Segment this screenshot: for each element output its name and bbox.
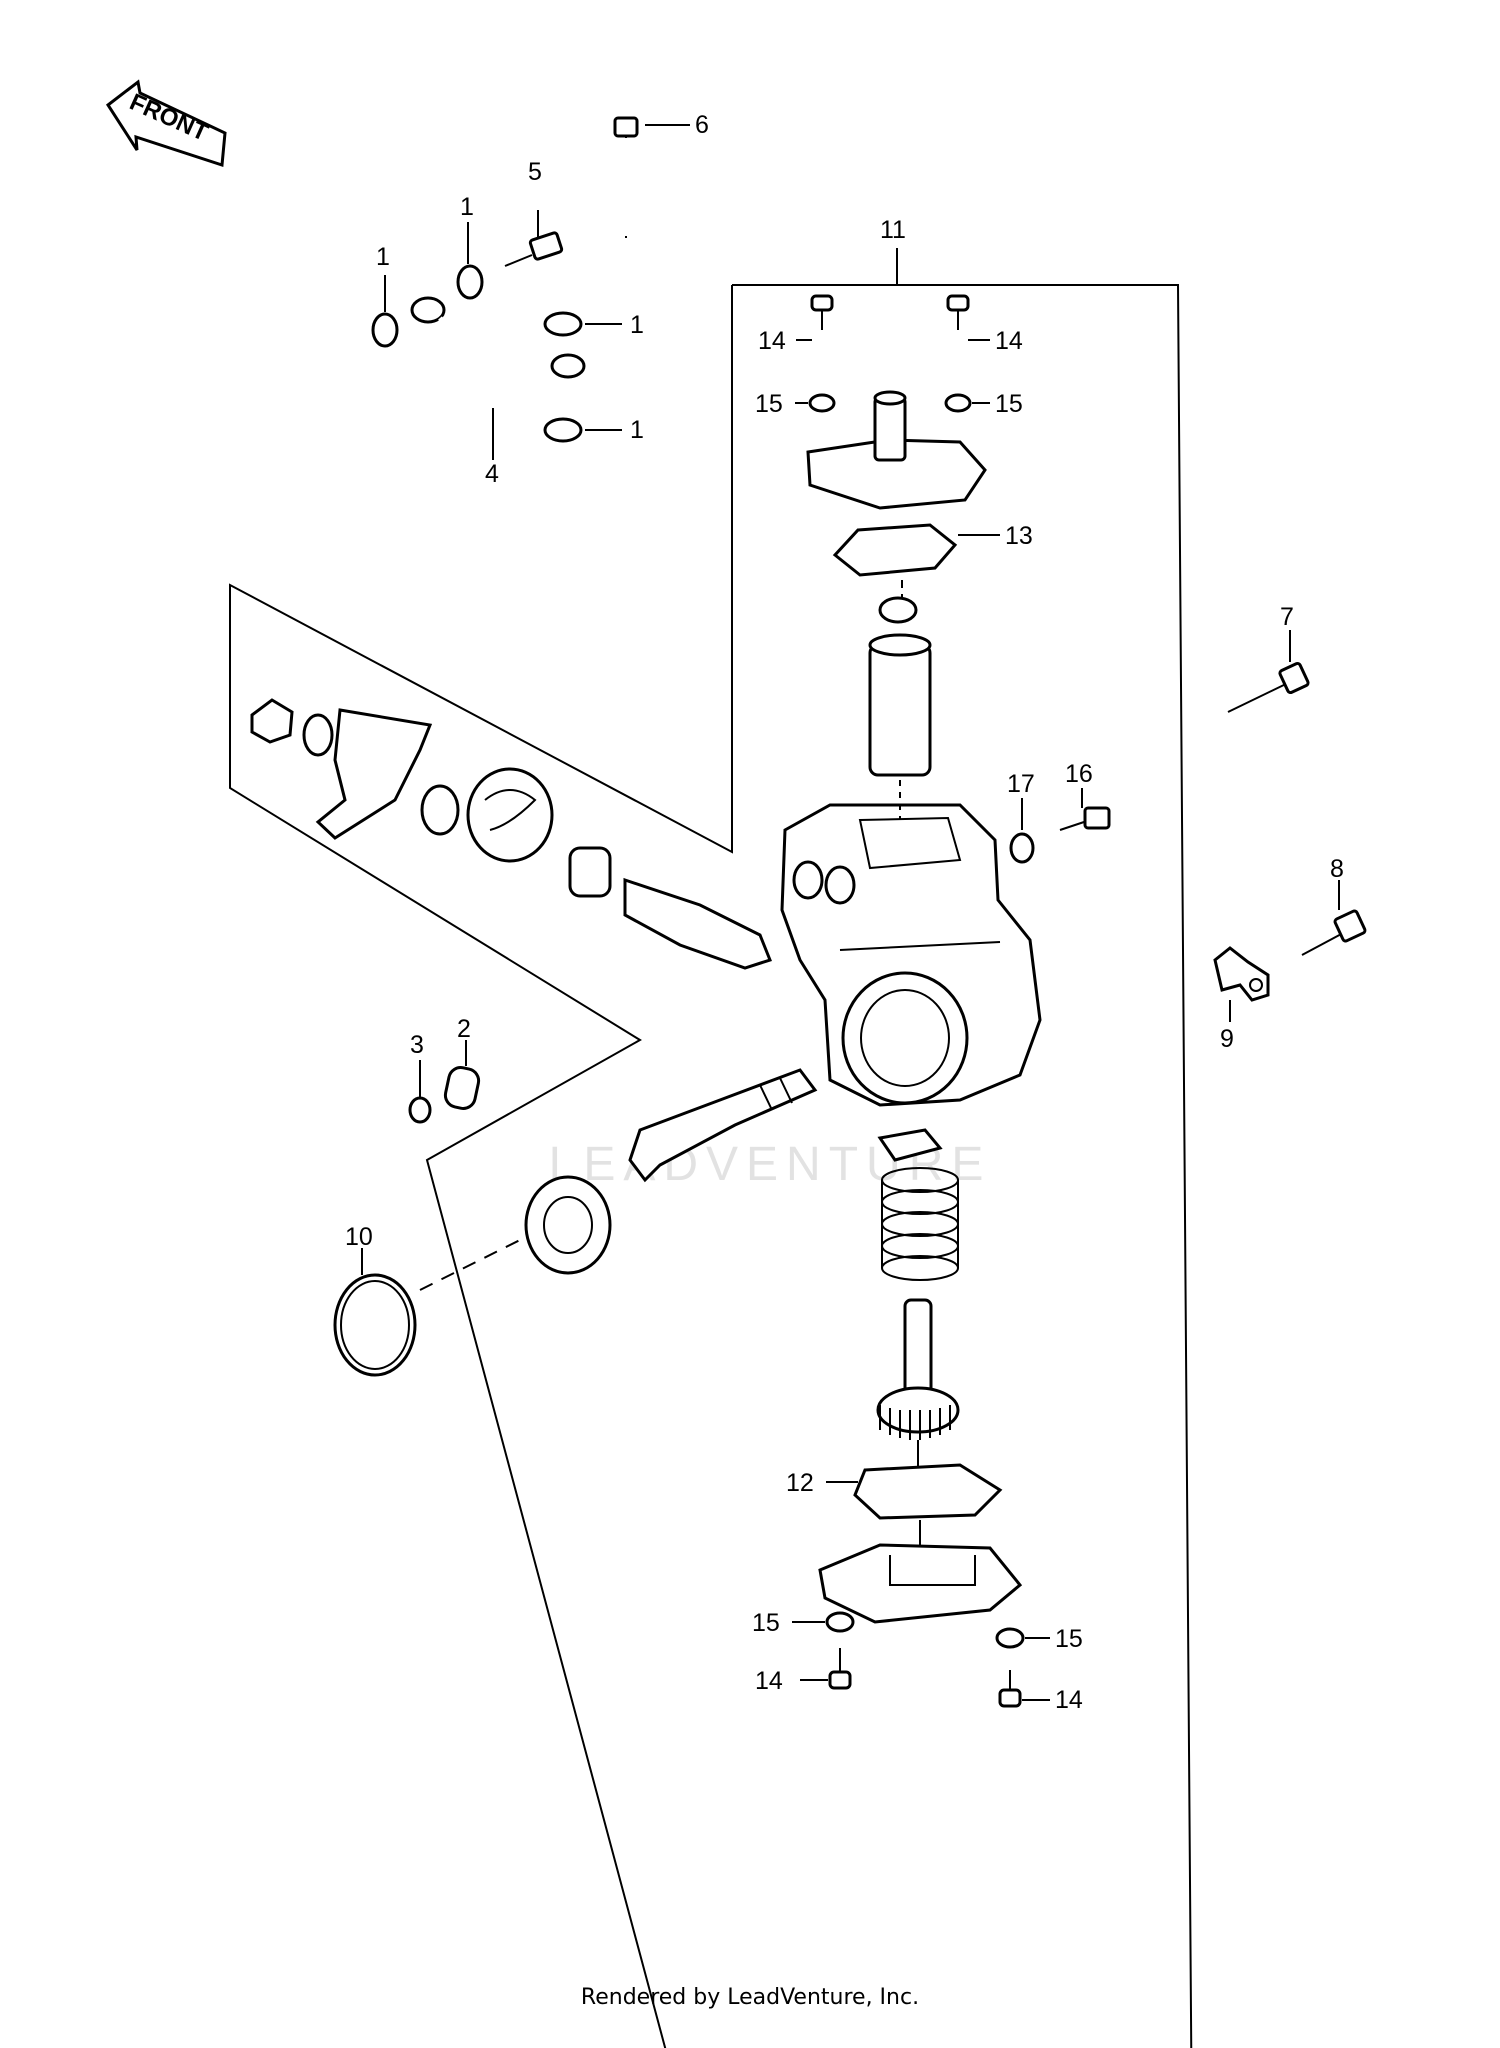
part-13-cover-gasket: [832, 523, 958, 577]
pump-drive-shaft: [628, 1068, 818, 1183]
callout-2: 2: [457, 1015, 471, 1043]
part-2-bushing: [443, 1066, 481, 1110]
oil-seal: [524, 1175, 612, 1275]
part-4-oil-pipe: [410, 296, 586, 406]
callout-15: 15: [1055, 1625, 1083, 1653]
part-15-washer-bottom-left: [825, 1611, 855, 1633]
part-1-washer-a: [371, 312, 399, 348]
part-6-bleed-bolt: [613, 116, 639, 238]
oil-pump-body: [780, 803, 1042, 1107]
part-7-bolt: [1227, 661, 1310, 713]
callout-14: 14: [755, 1667, 783, 1695]
callout-11: 11: [880, 216, 906, 244]
pump-gasket-square: [877, 1128, 943, 1162]
part-15-washer-top-right: [944, 393, 972, 413]
front-direction-arrow: FRONT: [105, 79, 227, 168]
callout-14: 14: [1055, 1686, 1083, 1714]
callout-7: 7: [1280, 603, 1294, 631]
part-3-washer: [408, 1096, 432, 1124]
part-10-o-ring: [333, 1273, 417, 1377]
callout-10: 10: [345, 1223, 373, 1251]
callout-13: 13: [1005, 522, 1033, 550]
callout-15: 15: [752, 1609, 780, 1637]
callout-15: 15: [755, 390, 783, 418]
part-15-washer-bottom-right: [995, 1627, 1025, 1649]
part-12-lower-gasket: [853, 1463, 1003, 1520]
part-8-bolt: [1301, 909, 1367, 956]
callout-3: 3: [410, 1031, 424, 1059]
callout-1: 1: [460, 193, 474, 221]
part-5-banjo-bolt: [504, 231, 564, 267]
part-1-washer-c: [543, 311, 583, 337]
callout-8: 8: [1330, 855, 1344, 883]
render-credit: Rendered by LeadVenture, Inc.: [580, 1985, 920, 2010]
part-14-screw-top-left: [810, 294, 834, 330]
pump-control-lever-parts: [250, 698, 772, 970]
callout-14: 14: [758, 327, 786, 355]
callout-4: 4: [485, 460, 499, 488]
pump-spring: [881, 1167, 959, 1281]
callout-12: 12: [786, 1469, 814, 1497]
callout-1: 1: [376, 243, 390, 271]
part-1-washer-d: [543, 417, 583, 443]
part-9-bracket: [1213, 946, 1270, 1002]
part-14-screw-bottom-left: [828, 1648, 852, 1690]
callout-6: 6: [695, 111, 709, 139]
callout-1: 1: [630, 311, 644, 339]
part-17-washer: [1009, 832, 1035, 864]
callout-1: 1: [630, 416, 644, 444]
pump-top-cover-plate: [806, 390, 987, 510]
callout-17: 17: [1007, 770, 1035, 798]
pump-plunger: [868, 596, 932, 777]
part-15-washer-top-left: [808, 393, 836, 413]
callout-9: 9: [1220, 1025, 1234, 1053]
pump-lower-cover: [818, 1543, 1023, 1624]
callout-16: 16: [1065, 760, 1093, 788]
part-16-bolt: [1059, 806, 1111, 831]
part-14-screw-bottom-right: [998, 1670, 1022, 1708]
part-1-washer-b: [456, 264, 484, 300]
callout-5: 5: [528, 158, 542, 186]
part-14-screw-top-right: [946, 294, 970, 330]
callout-14: 14: [995, 327, 1023, 355]
pump-drive-gear: [876, 1298, 960, 1440]
pump-assembly-outline: [229, 284, 1193, 2048]
callout-15: 15: [995, 390, 1023, 418]
